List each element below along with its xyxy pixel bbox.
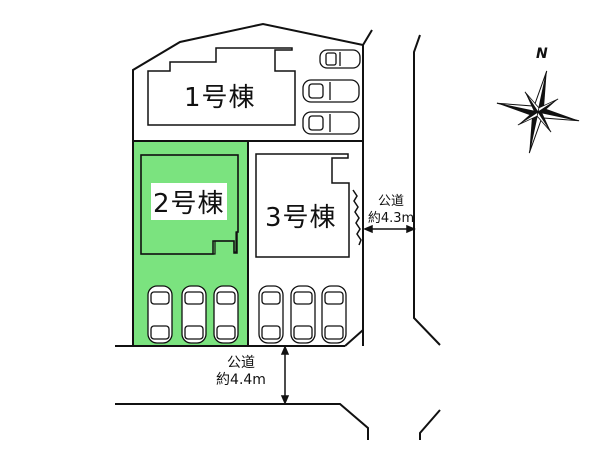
building-3-footprint [255, 153, 350, 258]
car-icon [147, 285, 173, 344]
east-road-width: 約4.3m [367, 211, 415, 226]
east-road-type: 公道 [377, 194, 404, 209]
parking-lots-2-3 [147, 285, 347, 344]
east-road-dimension-arrow [363, 224, 416, 234]
parking-lot-1 [302, 49, 361, 135]
compass-rose-icon [496, 70, 580, 154]
car-icon [258, 285, 284, 344]
south-road-label: 公道 約4.4m [205, 355, 277, 389]
north-label: N [536, 46, 548, 62]
south-road-edge [115, 403, 369, 440]
south-road-width: 約4.4m [216, 372, 266, 388]
car-icon [213, 285, 239, 344]
south-road-type: 公道 [227, 355, 255, 371]
site-boundary [115, 22, 373, 347]
east-road-edge [413, 34, 441, 346]
building-3-label: 3号棟 [265, 203, 337, 233]
east-road-label: 公道 約4.3m [366, 193, 416, 227]
car-icon [290, 285, 316, 344]
hedge-planting [352, 189, 362, 246]
car-icon [321, 285, 347, 344]
car-icon [181, 285, 207, 344]
building-1-label: 1号棟 [184, 83, 256, 113]
building-1-footprint [147, 47, 296, 126]
south-road-dimension-arrow [280, 345, 290, 405]
building-2-label: 2号棟 [151, 183, 227, 220]
